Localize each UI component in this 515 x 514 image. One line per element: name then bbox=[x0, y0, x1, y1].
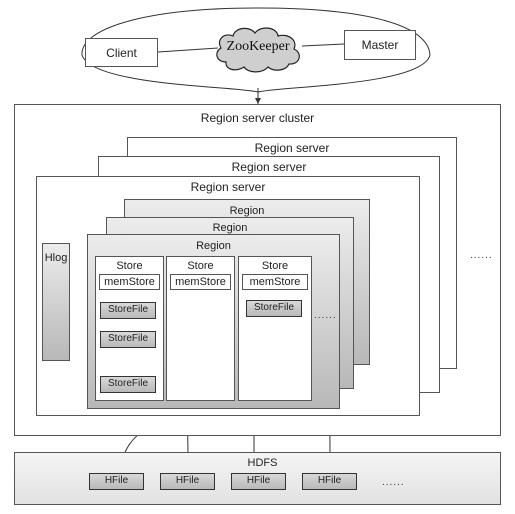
region-server-label: Region server bbox=[190, 180, 266, 194]
storefile: StoreFile bbox=[100, 302, 156, 319]
store-2: Store memStore bbox=[166, 256, 235, 401]
region-label: Region bbox=[212, 222, 248, 234]
region-server-label: Region server bbox=[231, 160, 307, 174]
hfile: HFile bbox=[89, 473, 144, 490]
store-label: Store bbox=[261, 260, 289, 272]
zk-client-link bbox=[157, 47, 219, 53]
hlog-label: Hlog bbox=[44, 252, 68, 264]
master-box: Master bbox=[344, 30, 416, 60]
hlog-box: Hlog bbox=[42, 243, 70, 361]
hfile: HFile bbox=[231, 473, 286, 490]
storefile: StoreFile bbox=[246, 300, 302, 317]
storefile: StoreFile bbox=[100, 331, 156, 348]
memstore-label: memStore bbox=[175, 276, 226, 288]
cloud-icon bbox=[216, 27, 300, 73]
region-label: Region bbox=[229, 205, 265, 217]
memstore: memStore bbox=[170, 274, 231, 290]
memstore-label: memStore bbox=[249, 276, 301, 288]
cluster-more-ellipsis: ...... bbox=[470, 250, 493, 261]
memstore: memStore bbox=[99, 274, 160, 290]
client-label: Client bbox=[106, 46, 137, 60]
hdfs-label: HDFS bbox=[247, 457, 278, 469]
store-label: Store bbox=[187, 260, 214, 272]
region-server-label: Region server bbox=[254, 141, 330, 155]
memstore-label: memStore bbox=[104, 276, 155, 288]
zk-master-link bbox=[301, 43, 345, 47]
store-3: Store memStore bbox=[238, 256, 312, 401]
cluster-title: Region server cluster bbox=[200, 111, 315, 125]
store-more-ellipsis: ...... bbox=[314, 310, 337, 321]
memstore: memStore bbox=[242, 274, 308, 290]
hdfs-more-ellipsis: ...... bbox=[382, 477, 405, 488]
storefile: StoreFile bbox=[100, 376, 156, 393]
client-box: Client bbox=[85, 38, 158, 67]
hfile: HFile bbox=[160, 473, 215, 490]
hfile: HFile bbox=[302, 473, 357, 490]
master-label: Master bbox=[361, 38, 399, 52]
coordination-oval bbox=[81, 7, 431, 93]
region-label: Region bbox=[196, 240, 231, 252]
zookeeper-label: ZooKeeper bbox=[226, 39, 290, 54]
zookeeper-cloud: ZooKeeper bbox=[212, 24, 304, 74]
store-label: Store bbox=[116, 260, 143, 272]
